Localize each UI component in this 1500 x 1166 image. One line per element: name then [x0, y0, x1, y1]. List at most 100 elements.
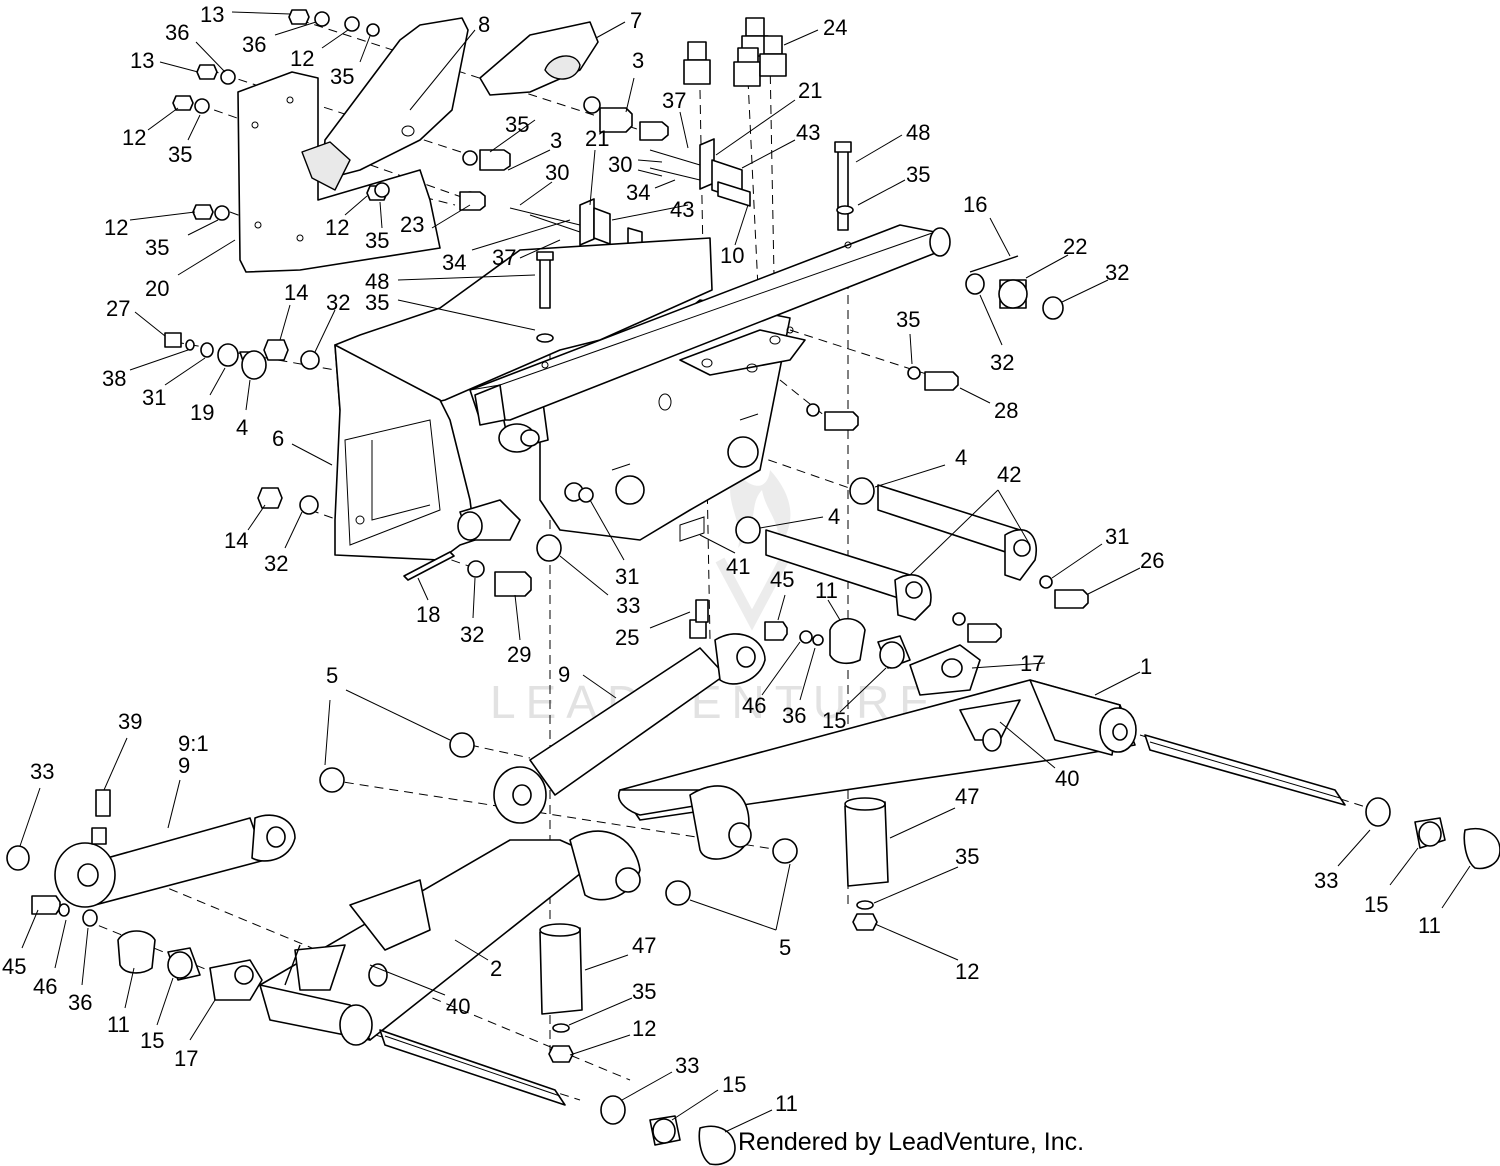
callout-label: 30 [608, 152, 632, 177]
callout-label: 5 [779, 935, 791, 960]
callout-label: 32 [990, 350, 1014, 375]
callout-label: 7 [630, 8, 642, 33]
callout-label: 32 [326, 290, 350, 315]
callout-label: 33 [675, 1053, 699, 1078]
hydraulic-cylinder-right [493, 599, 911, 824]
callout-label: 19 [190, 400, 214, 425]
callout-label: 28 [994, 398, 1018, 423]
callout-label: 4 [236, 415, 248, 440]
lift-arm-right [618, 644, 1500, 870]
callout-label: 35 [906, 162, 930, 187]
callout-label: 12 [632, 1016, 656, 1041]
callout-label: 17 [174, 1046, 198, 1071]
callout-label: 32 [264, 551, 288, 576]
hardware-right [536, 141, 1064, 431]
callout-label: 40 [446, 994, 470, 1019]
callout-label: 10 [720, 243, 744, 268]
callout-label: 20 [145, 276, 169, 301]
callout-label: 4 [955, 445, 967, 470]
callout-label: 11 [107, 1012, 130, 1037]
callout-label: 8 [478, 12, 490, 37]
callout-label: 29 [507, 642, 531, 667]
callout-label: 21 [585, 126, 609, 151]
callout-label: 16 [963, 192, 987, 217]
callout-label: 35 [330, 64, 354, 89]
callout-label: 43 [796, 120, 820, 145]
callout-label: 12 [104, 215, 128, 240]
callout-label: 34 [442, 250, 466, 275]
callout-label: 12 [955, 959, 979, 984]
callout-label: 47 [955, 784, 979, 809]
callout-label: 14 [284, 280, 308, 305]
callout-label: 45 [2, 954, 26, 979]
callout-label: 3 [632, 48, 644, 73]
callout-labels: 13 36 12 35 8 7 24 36 13 3 37 21 12 35 3… [2, 2, 1441, 1116]
leader-lines [19, 11, 1471, 1133]
spacers-47 [539, 797, 889, 1063]
callout-label: 23 [400, 212, 424, 237]
callout-label: 22 [1063, 234, 1087, 259]
brackets-21-43 [509, 138, 751, 249]
callout-label: 25 [615, 625, 639, 650]
callout-label: 36 [782, 703, 806, 728]
callout-label: 30 [545, 160, 569, 185]
callout-label: 4 [828, 504, 840, 529]
callout-label: 15 [140, 1028, 164, 1053]
callout-label: 35 [632, 979, 656, 1004]
callout-label: 42 [997, 462, 1021, 487]
callout-label: 15 [822, 708, 846, 733]
crossbar-tube [469, 224, 951, 426]
callout-label: 32 [1105, 260, 1129, 285]
mounting-plate [237, 71, 441, 273]
callout-label: 11 [1418, 913, 1441, 938]
callout-label: 33 [30, 759, 54, 784]
callout-label: 31 [615, 564, 639, 589]
callout-label: 37 [492, 245, 516, 270]
callout-label: 11 [775, 1091, 798, 1116]
hardware-left [164, 332, 594, 597]
pins-42 [735, 477, 1089, 643]
callout-label: 13 [200, 2, 224, 27]
callout-label: 9 [178, 753, 190, 778]
render-credit: Rendered by LeadVenture, Inc. [738, 1128, 1085, 1156]
callout-label: 18 [416, 602, 440, 627]
callout-label: 17 [1020, 651, 1044, 676]
callout-label: 41 [726, 554, 750, 579]
callout-label: 11 [815, 578, 838, 603]
hardware-top [172, 9, 669, 221]
callout-label: 37 [662, 88, 686, 113]
callout-label: 13 [130, 48, 154, 73]
callout-label: 3 [550, 128, 562, 153]
callout-label: 43 [670, 197, 694, 222]
callout-label: 35 [955, 844, 979, 869]
callout-label: 40 [1055, 766, 1079, 791]
callout-label: 26 [1140, 548, 1164, 573]
callout-label: 48 [906, 120, 930, 145]
callout-label: 24 [823, 15, 847, 40]
callout-label: 14 [224, 528, 248, 553]
callout-label: 31 [1105, 524, 1129, 549]
callout-label: 33 [616, 593, 640, 618]
callout-label: 39 [118, 709, 142, 734]
callout-label: 1 [1140, 654, 1152, 679]
callout-label: 6 [272, 426, 284, 451]
callout-label: 45 [770, 567, 794, 592]
mount-plate-center [679, 329, 806, 376]
callout-label: 32 [460, 622, 484, 647]
callout-label: 36 [242, 32, 266, 57]
callout-label: 46 [33, 974, 57, 999]
callout-label: 9 [558, 662, 570, 687]
callout-label: 2 [490, 956, 502, 981]
callout-label: 15 [1364, 892, 1388, 917]
callout-label: 12 [290, 46, 314, 71]
callout-label: 21 [798, 78, 822, 103]
bracket-7 [479, 21, 599, 96]
callout-label: 9:1 [178, 731, 209, 756]
callout-label: 38 [102, 366, 126, 391]
fittings-24 [683, 17, 787, 87]
callout-label: 31 [142, 385, 166, 410]
callout-label: 12 [122, 125, 146, 150]
callout-label: 47 [632, 933, 656, 958]
callout-label: 12 [325, 215, 349, 240]
